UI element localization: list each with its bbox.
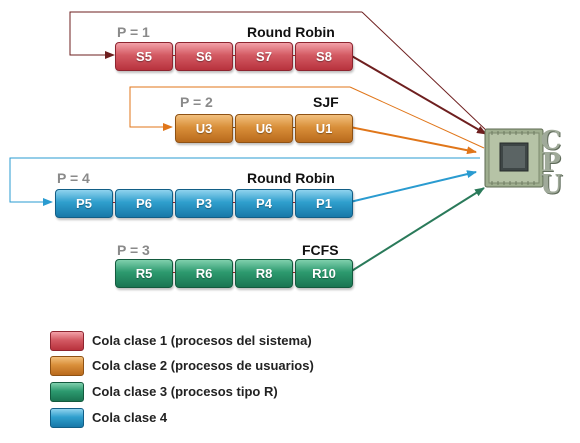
process-box: R6	[175, 259, 233, 288]
process-box: P1	[295, 189, 353, 218]
priority-label-class2: P = 2	[180, 94, 213, 110]
loop-join-class2	[349, 86, 485, 149]
process-box: S8	[295, 42, 353, 71]
algorithm-label-class1: Round Robin	[247, 24, 335, 40]
cpu-label-letter: C	[540, 126, 562, 156]
legend-text-class1: Cola clase 1 (procesos del sistema)	[92, 333, 312, 348]
cpu-chip-icon	[484, 128, 544, 188]
priority-label-class1: P = 1	[117, 24, 150, 40]
process-box: R8	[235, 259, 293, 288]
legend-swatch-class3	[50, 382, 84, 402]
arrow-class4-to-cpu	[349, 170, 477, 203]
process-box: P4	[235, 189, 293, 218]
process-box: R5	[115, 259, 173, 288]
process-box: P6	[115, 189, 173, 218]
process-box: S6	[175, 42, 233, 71]
algorithm-label-class4: Round Robin	[247, 170, 335, 186]
process-box: U6	[235, 114, 293, 143]
process-box: S5	[115, 42, 173, 71]
loop-line-class1	[69, 11, 362, 59]
legend-swatch-class1	[50, 331, 84, 351]
process-box: U3	[175, 114, 233, 143]
legend-text-class2: Cola clase 2 (procesos de usuarios)	[92, 358, 314, 373]
process-box: U1	[295, 114, 353, 143]
cpu-label: C P U	[540, 126, 563, 200]
arrow-class2-to-cpu	[349, 126, 477, 155]
process-box: P5	[55, 189, 113, 218]
cpu-label-letter: U	[540, 170, 563, 200]
process-box: P3	[175, 189, 233, 218]
priority-label-class3: P = 3	[117, 242, 150, 258]
loop-line-class4	[9, 157, 480, 206]
legend-text-class3: Cola clase 3 (procesos tipo R)	[92, 384, 278, 399]
process-box: R10	[295, 259, 353, 288]
arrow-class3-to-cpu	[349, 187, 485, 273]
arrow-class1-to-cpu	[349, 54, 487, 135]
algorithm-label-class3: FCFS	[302, 242, 339, 258]
loop-line-class2	[129, 86, 350, 131]
legend-swatch-class4	[50, 408, 84, 428]
loop-join-class1	[361, 11, 489, 133]
legend-swatch-class2	[50, 356, 84, 376]
algorithm-label-class2: SJF	[313, 94, 339, 110]
legend-text-class4: Cola clase 4	[92, 410, 168, 425]
priority-label-class4: P = 4	[57, 170, 90, 186]
process-box: S7	[235, 42, 293, 71]
cpu-label-letter: P	[541, 148, 561, 178]
